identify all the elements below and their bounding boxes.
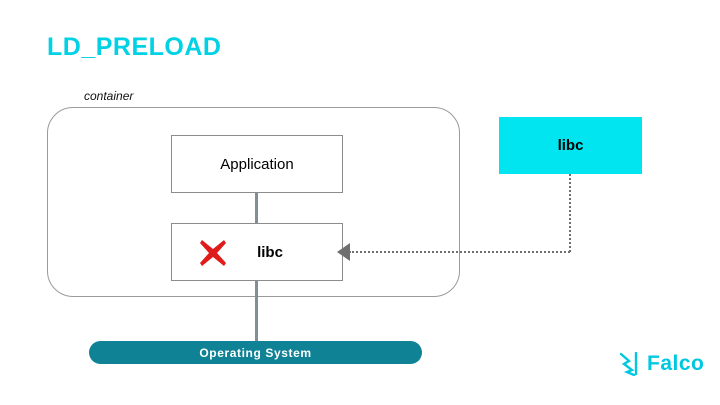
operating-system-pill: Operating System [89, 341, 422, 364]
libc-inner-box: libc [171, 223, 343, 281]
libc-outer-box: libc [499, 117, 642, 174]
libc-inner-label: libc [257, 243, 283, 261]
dotted-connector-horizontal [349, 251, 570, 253]
connector-libc-to-os [255, 281, 258, 341]
operating-system-label: Operating System [199, 345, 312, 360]
page-title: LD_PRELOAD [47, 33, 222, 61]
dotted-connector-vertical [569, 174, 571, 252]
application-box-label: Application [220, 155, 294, 173]
connector-application-to-libc [255, 193, 258, 223]
falco-bird-icon [619, 351, 642, 377]
falco-logo: Falco [619, 351, 705, 377]
red-x-icon [198, 238, 228, 268]
falco-logo-text: Falco [647, 352, 705, 375]
arrow-left-icon [337, 243, 350, 261]
libc-outer-label: libc [557, 137, 584, 154]
application-box: Application [171, 135, 343, 193]
container-label: container [84, 89, 134, 103]
